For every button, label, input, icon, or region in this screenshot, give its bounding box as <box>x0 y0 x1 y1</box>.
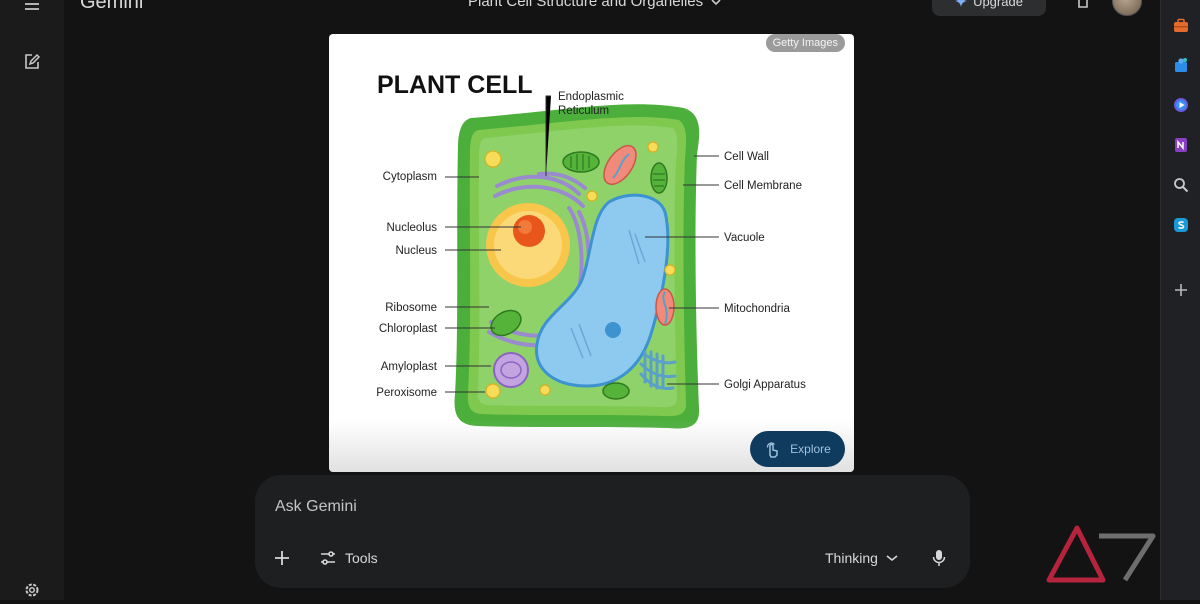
golgi-apparatus <box>639 350 677 390</box>
tools-label: Tools <box>345 550 378 566</box>
label-er-line1: Endoplasmic <box>558 91 624 103</box>
label-peroxisome: Peroxisome <box>376 387 437 399</box>
menu-button[interactable] <box>18 0 46 18</box>
label-mitochondria: Mitochondria <box>724 303 790 315</box>
label-cell-membrane: Cell Membrane <box>724 180 802 192</box>
label-ribosome: Ribosome <box>385 302 437 314</box>
mitochondria <box>603 144 675 326</box>
sidebar-item-search[interactable] <box>1171 175 1191 195</box>
chat-title-dropdown[interactable]: Plant Cell Structure and Organelles <box>468 0 721 10</box>
puzzle-icon <box>1175 58 1187 72</box>
sparkle-icon <box>955 0 968 7</box>
notebook-icon <box>1175 138 1187 152</box>
skype-icon <box>1174 218 1188 232</box>
label-cytoplasm: Cytoplasm <box>383 171 437 183</box>
prompt-composer: Tools Thinking <box>255 475 970 588</box>
sidebar-item-extensions[interactable] <box>1171 55 1191 75</box>
app-name[interactable]: Gemini <box>80 0 144 13</box>
delete-button[interactable] <box>1074 0 1092 15</box>
tools-button[interactable]: Tools <box>319 545 378 571</box>
label-amyloplast: Amyloplast <box>381 361 438 373</box>
play-icon <box>1174 98 1188 112</box>
label-nucleolus: Nucleolus <box>387 222 438 234</box>
add-attachment-button[interactable] <box>273 545 291 571</box>
upgrade-label: Upgrade <box>973 0 1023 9</box>
upgrade-button[interactable]: Upgrade <box>932 0 1046 16</box>
top-bar: Gemini Plant Cell Structure and Organell… <box>64 0 1160 18</box>
trash-icon <box>1078 0 1088 8</box>
amyloplast <box>493 352 529 388</box>
new-chat-button[interactable] <box>18 48 46 76</box>
image-credit-badge: Getty Images <box>765 34 845 52</box>
sidebar-item-media[interactable] <box>1171 95 1191 115</box>
sidebar-item-skype[interactable] <box>1171 215 1191 235</box>
microphone-icon <box>932 550 946 566</box>
search-icon <box>1174 178 1189 193</box>
plus-icon <box>1175 284 1187 296</box>
new-chat-icon <box>25 53 41 69</box>
model-mode-dropdown[interactable]: Thinking <box>825 545 898 571</box>
avatar[interactable] <box>1112 0 1142 16</box>
label-golgi: Golgi Apparatus <box>724 379 806 391</box>
watermark-logo <box>1046 525 1156 583</box>
sidebar-item-tools[interactable] <box>1171 16 1191 36</box>
label-nucleus: Nucleus <box>395 245 437 257</box>
label-cell-wall: Cell Wall <box>724 151 769 163</box>
chat-title: Plant Cell Structure and Organelles <box>468 0 704 10</box>
diagram-title: PLANT CELL <box>377 71 533 99</box>
chevron-down-icon <box>711 0 721 5</box>
explore-button[interactable]: Explore <box>750 431 845 467</box>
sidebar-add-button[interactable] <box>1171 280 1191 300</box>
chevron-down-icon <box>886 555 898 562</box>
vacuole <box>535 193 670 388</box>
sidebar-item-notes[interactable] <box>1171 135 1191 155</box>
label-vacuole: Vacuole <box>724 232 765 244</box>
chloroplast <box>490 151 668 400</box>
explore-label: Explore <box>790 442 831 456</box>
left-rail <box>0 0 64 600</box>
settings-icon <box>25 583 39 597</box>
label-chloroplast: Chloroplast <box>379 323 438 335</box>
menu-icon <box>25 3 39 10</box>
leader-lines <box>445 95 719 393</box>
label-er-line2: Reticulum <box>558 105 609 117</box>
peroxisome <box>484 141 676 399</box>
plus-icon <box>275 551 289 565</box>
image-card[interactable]: PLANT CELL <box>329 34 854 472</box>
mode-label: Thinking <box>825 550 878 566</box>
prompt-input[interactable] <box>275 495 935 519</box>
tune-icon <box>321 551 335 565</box>
briefcase-icon <box>1174 18 1188 32</box>
plant-cell-diagram: PLANT CELL <box>376 71 806 429</box>
tap-icon <box>767 442 778 458</box>
settings-button[interactable] <box>18 576 46 604</box>
browser-sidebar <box>1160 0 1200 600</box>
voice-input-button[interactable] <box>931 545 947 571</box>
